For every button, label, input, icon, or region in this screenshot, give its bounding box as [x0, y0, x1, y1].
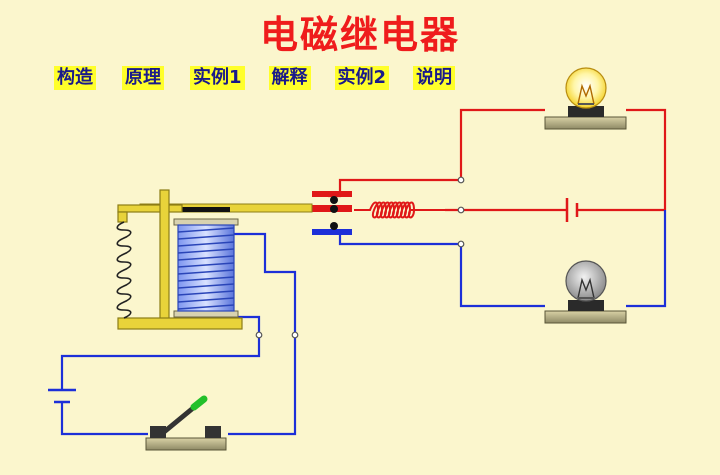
- menu-principle[interactable]: 原理: [122, 66, 164, 90]
- terminal-dots: [255, 176, 465, 339]
- return-spring: [116, 221, 132, 319]
- upper-lamp: [544, 67, 627, 130]
- menu-bar: 构造 原理 实例1 解释 实例2 说明: [54, 66, 456, 90]
- battery-control-circuit: [48, 388, 76, 404]
- lower-lamp: [544, 260, 627, 324]
- menu-explain[interactable]: 解释: [268, 66, 311, 90]
- battery-work-circuit: [565, 198, 579, 222]
- relay-contacts: [312, 191, 352, 235]
- knife-switch[interactable]: [145, 395, 227, 451]
- relay-yoke: [117, 189, 243, 330]
- menu-construct[interactable]: 构造: [54, 66, 96, 90]
- blue-circuit-wires: [60, 210, 667, 436]
- page-title: 电磁继电器: [259, 13, 460, 57]
- menu-example2[interactable]: 实例2: [334, 66, 390, 90]
- menu-example1[interactable]: 实例1: [190, 66, 245, 90]
- menu-instruction[interactable]: 说明: [413, 66, 456, 90]
- electromagnet-coil: [173, 218, 239, 318]
- contact-spring: [354, 201, 445, 219]
